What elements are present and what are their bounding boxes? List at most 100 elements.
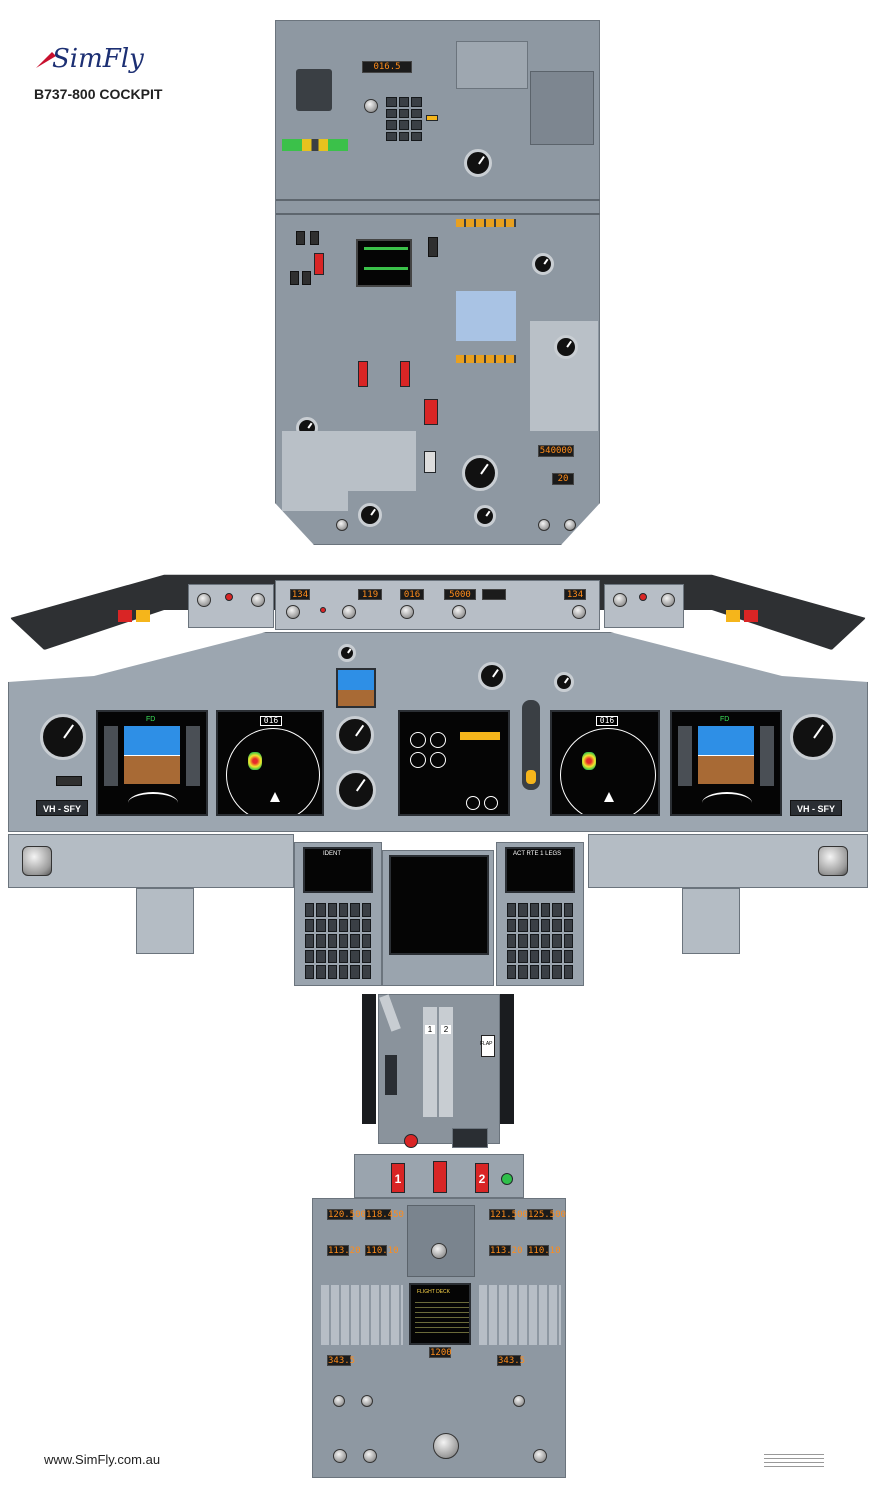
pfd-right: FD bbox=[670, 710, 782, 816]
comm-left-active: 120.500 bbox=[327, 1209, 366, 1220]
efis-knob[interactable] bbox=[661, 593, 675, 607]
overhead-display bbox=[356, 239, 412, 287]
pedestal-knob[interactable] bbox=[333, 1449, 347, 1463]
fire-test-knob[interactable] bbox=[431, 1243, 447, 1259]
altitude-readout: 5000 bbox=[444, 589, 476, 600]
overhead-panel: 016.5 540000 20 bbox=[275, 20, 600, 545]
efis-knob[interactable] bbox=[251, 593, 265, 607]
pedestal-knob[interactable] bbox=[361, 1395, 373, 1407]
keypad[interactable] bbox=[386, 97, 422, 141]
overhead-knob[interactable] bbox=[364, 99, 378, 113]
brake-gauge bbox=[554, 672, 574, 692]
toggle-switch[interactable] bbox=[296, 231, 305, 245]
divider bbox=[276, 213, 600, 215]
fmc-right-keypad[interactable] bbox=[507, 903, 573, 979]
oxygen-mask-left[interactable] bbox=[22, 846, 52, 876]
brand-logo: SimFly bbox=[34, 40, 144, 80]
lower-display-bezel bbox=[382, 850, 494, 986]
master-caution-light[interactable] bbox=[639, 593, 647, 601]
audio-panel-left bbox=[321, 1285, 403, 1345]
toggle-switch[interactable] bbox=[428, 237, 438, 257]
gear-lever[interactable] bbox=[522, 700, 540, 790]
toggle-switch[interactable] bbox=[310, 231, 319, 245]
divider bbox=[276, 199, 600, 201]
master-caution-left[interactable] bbox=[136, 610, 150, 622]
fmc-right-title: ACT RTE 1 LEGS bbox=[513, 851, 562, 857]
speaker-grille bbox=[296, 69, 332, 111]
efis-knob[interactable] bbox=[613, 593, 627, 607]
fmc-right-screen: ACT RTE 1 LEGS bbox=[505, 847, 575, 893]
nose-wheel-tiller-left bbox=[136, 888, 194, 954]
fire-warning-left[interactable] bbox=[118, 610, 132, 622]
efis-right-panel bbox=[604, 584, 684, 628]
pedestal-display: FLIGHT DECK bbox=[409, 1283, 471, 1345]
fmc-right: ACT RTE 1 LEGS bbox=[496, 842, 584, 986]
guarded-switch[interactable] bbox=[314, 253, 324, 275]
fuel-cutoff-lever-2[interactable]: 2 bbox=[475, 1163, 489, 1193]
speedbrake-lever[interactable] bbox=[379, 994, 401, 1032]
lighting-panel bbox=[282, 431, 348, 511]
pedestal-knob[interactable] bbox=[363, 1449, 377, 1463]
standby-attitude bbox=[336, 668, 376, 708]
annunciator-light bbox=[426, 115, 438, 121]
brake-pressure-gauge-left bbox=[40, 714, 86, 760]
fuel-pump-switch[interactable] bbox=[400, 361, 410, 387]
overhead-knob[interactable] bbox=[538, 519, 550, 531]
at-arm-light bbox=[320, 607, 326, 613]
standby-altimeter bbox=[336, 770, 376, 810]
efis-left-panel bbox=[188, 584, 274, 628]
throttle-lever-2-label: 2 bbox=[441, 1025, 451, 1034]
stab-trim-display bbox=[385, 1055, 397, 1095]
pedestal-knob[interactable] bbox=[513, 1395, 525, 1407]
fuel-pump-switch[interactable] bbox=[358, 361, 368, 387]
toggle-switch[interactable] bbox=[56, 776, 82, 786]
nav-right-stby: 110.10 bbox=[527, 1245, 561, 1256]
speed-knob[interactable] bbox=[342, 605, 356, 619]
fire-warning-right[interactable] bbox=[744, 610, 758, 622]
mcp-panel: 134 119 016 5000 134 bbox=[275, 580, 600, 630]
attitude-ground bbox=[698, 756, 754, 784]
pedestal-knob[interactable] bbox=[533, 1449, 547, 1463]
engine-display bbox=[398, 710, 510, 816]
flap-lever[interactable]: FLAP bbox=[480, 1035, 495, 1057]
fmc-left-keypad[interactable] bbox=[305, 903, 371, 979]
nd-heading-left: 016 bbox=[260, 716, 282, 726]
rudder-trim-knob[interactable] bbox=[433, 1433, 459, 1459]
comm-right-active: 121.500 bbox=[489, 1209, 528, 1220]
throttle-rail-right bbox=[500, 994, 514, 1124]
throttle-lever-1[interactable]: 1 bbox=[423, 1007, 437, 1117]
attitude-ground bbox=[124, 756, 180, 784]
hydraulic-gauge bbox=[358, 503, 382, 527]
pedestal-knob[interactable] bbox=[333, 1395, 345, 1407]
heading-knob[interactable] bbox=[400, 605, 414, 619]
altitude-readout: 540000 bbox=[538, 445, 574, 457]
nav-right: 113.20 bbox=[489, 1245, 523, 1256]
overhead-knob[interactable] bbox=[336, 519, 348, 531]
ias-mach-readout: 119 bbox=[358, 589, 382, 600]
pfd-left: FD bbox=[96, 710, 208, 816]
adf-right: 343.5 bbox=[497, 1355, 526, 1366]
nose-wheel-tiller-right bbox=[682, 888, 740, 954]
overhead-knob[interactable] bbox=[564, 519, 576, 531]
toggle-switch[interactable] bbox=[302, 271, 311, 285]
master-caution-light[interactable] bbox=[225, 593, 233, 601]
master-caution-right[interactable] bbox=[726, 610, 740, 622]
copyright-block bbox=[764, 1452, 824, 1470]
fuel-cutoff-lever-1[interactable]: 1 bbox=[391, 1163, 405, 1193]
engine-start-switch[interactable] bbox=[424, 451, 436, 473]
altitude-knob[interactable] bbox=[452, 605, 466, 619]
nd-right: 016 bbox=[550, 710, 660, 816]
fuel-cutoff-1-label: 1 bbox=[394, 1172, 402, 1186]
fire-switch[interactable] bbox=[424, 399, 438, 425]
course-knob[interactable] bbox=[572, 605, 586, 619]
stab-trim-cutout[interactable] bbox=[404, 1134, 418, 1148]
fire-test-light[interactable] bbox=[501, 1173, 513, 1185]
toggle-switch[interactable] bbox=[290, 271, 299, 285]
efis-knob[interactable] bbox=[197, 593, 211, 607]
fmc-left-title: IDENT bbox=[323, 851, 341, 857]
course-knob[interactable] bbox=[286, 605, 300, 619]
oxygen-mask-right[interactable] bbox=[818, 846, 848, 876]
lower-display bbox=[389, 855, 489, 955]
fire-handle[interactable] bbox=[433, 1161, 447, 1193]
throttle-lever-2[interactable]: 2 bbox=[439, 1007, 453, 1117]
